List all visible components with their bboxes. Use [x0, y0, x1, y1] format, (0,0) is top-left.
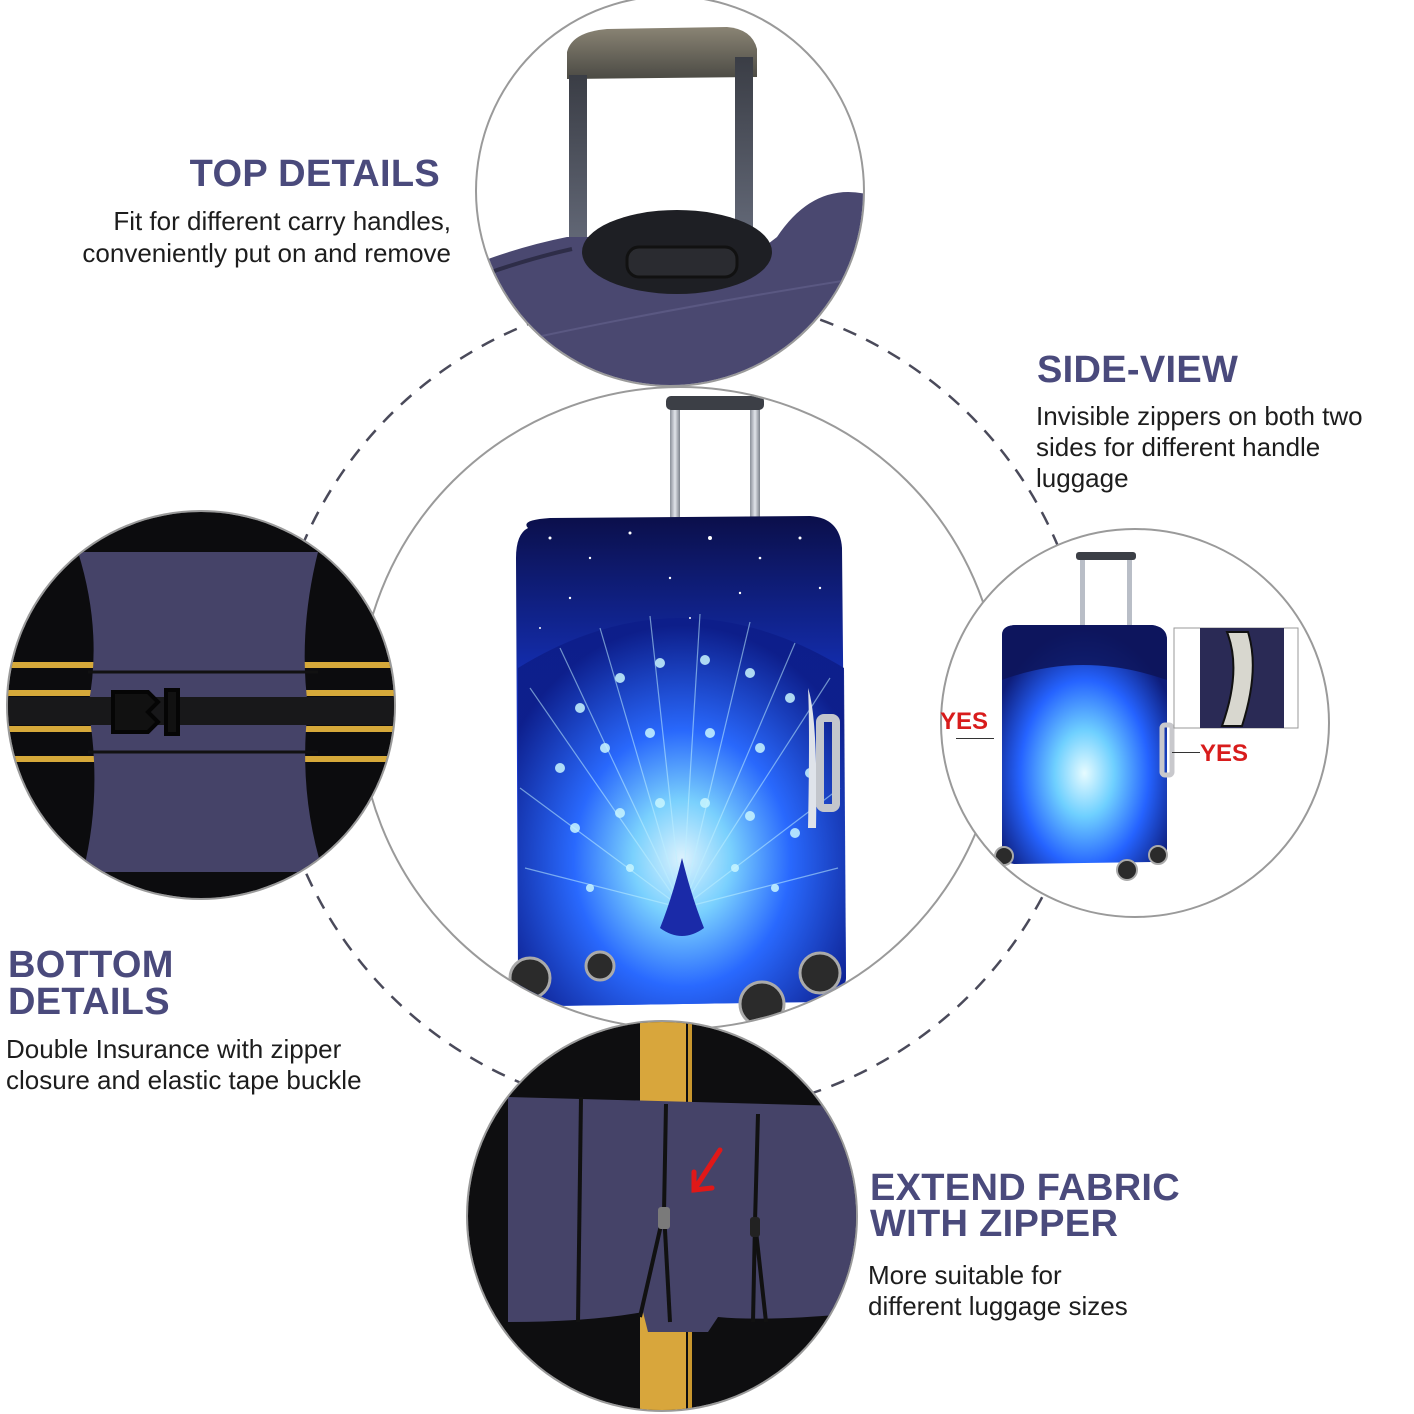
extend-fabric-description-line-2: different luggage sizes: [868, 1291, 1128, 1321]
bottom-details-heading-line-1: BOTTOM: [8, 944, 174, 986]
side-view-description-line-2: sides for different handle: [1036, 432, 1321, 462]
extend-fabric-zipper-illustration: [468, 1022, 856, 1410]
top-details-circle: [475, 0, 865, 387]
extend-fabric-heading-line-2: WITH ZIPPER: [870, 1203, 1119, 1245]
side-view-description-line-1: Invisible zippers on both two: [1036, 401, 1363, 431]
yes-pointer-line-left: [956, 738, 994, 739]
peacock-luggage-illustration: [508, 396, 846, 1028]
telescopic-handle: [666, 396, 764, 530]
side-view-description-line-3: luggage: [1036, 463, 1129, 493]
bottom-details-heading-line-2: DETAILS: [8, 981, 170, 1023]
red-arrow-down-left-icon: [691, 1147, 723, 1193]
extend-fabric-heading-line-1: EXTEND FABRIC: [870, 1167, 1181, 1209]
side-view-luggage-illustration: [994, 552, 1299, 881]
bottom-details-description-line-2: closure and elastic tape buckle: [6, 1065, 362, 1095]
top-handle-opening-illustration: [477, 27, 863, 385]
yes-pointer-line-right: [1172, 752, 1200, 753]
top-details-description-line-1: Fit for different carry handles,: [113, 206, 451, 236]
buckle-icon: [111, 688, 180, 736]
top-details-heading: TOP DETAILS: [189, 153, 440, 195]
top-details-description-line-2: conveniently put on and remove: [82, 238, 451, 268]
bottom-details-circle: [6, 510, 396, 900]
bottom-buckle-zipper-illustration: [8, 512, 394, 898]
side-carry-handle: [808, 688, 840, 828]
yes-label-left: YES: [940, 708, 989, 735]
side-view-heading: SIDE-VIEW: [1037, 349, 1239, 391]
extend-fabric-description-line-1: More suitable for: [868, 1260, 1062, 1290]
extend-fabric-circle: [466, 1020, 858, 1412]
side-view-circle: [940, 528, 1330, 918]
center-product-circle: [358, 386, 1002, 1030]
bottom-details-description-line-1: Double Insurance with zipper: [6, 1034, 342, 1064]
yes-label-right: YES: [1200, 740, 1249, 767]
